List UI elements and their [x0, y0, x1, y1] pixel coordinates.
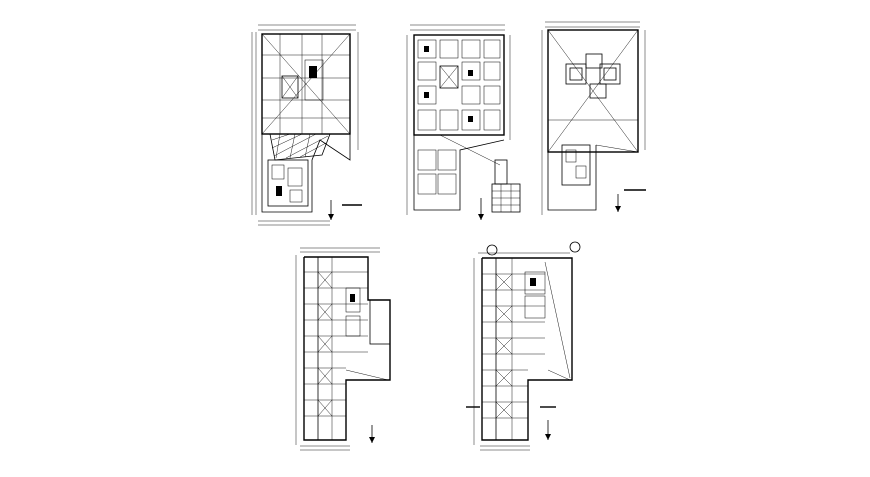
plan-top-right	[541, 21, 646, 215]
plan-top-middle	[406, 24, 521, 220]
plan-top-left	[251, 24, 362, 226]
plan-bottom-right	[466, 241, 581, 451]
plan-bottom-left	[295, 247, 391, 451]
